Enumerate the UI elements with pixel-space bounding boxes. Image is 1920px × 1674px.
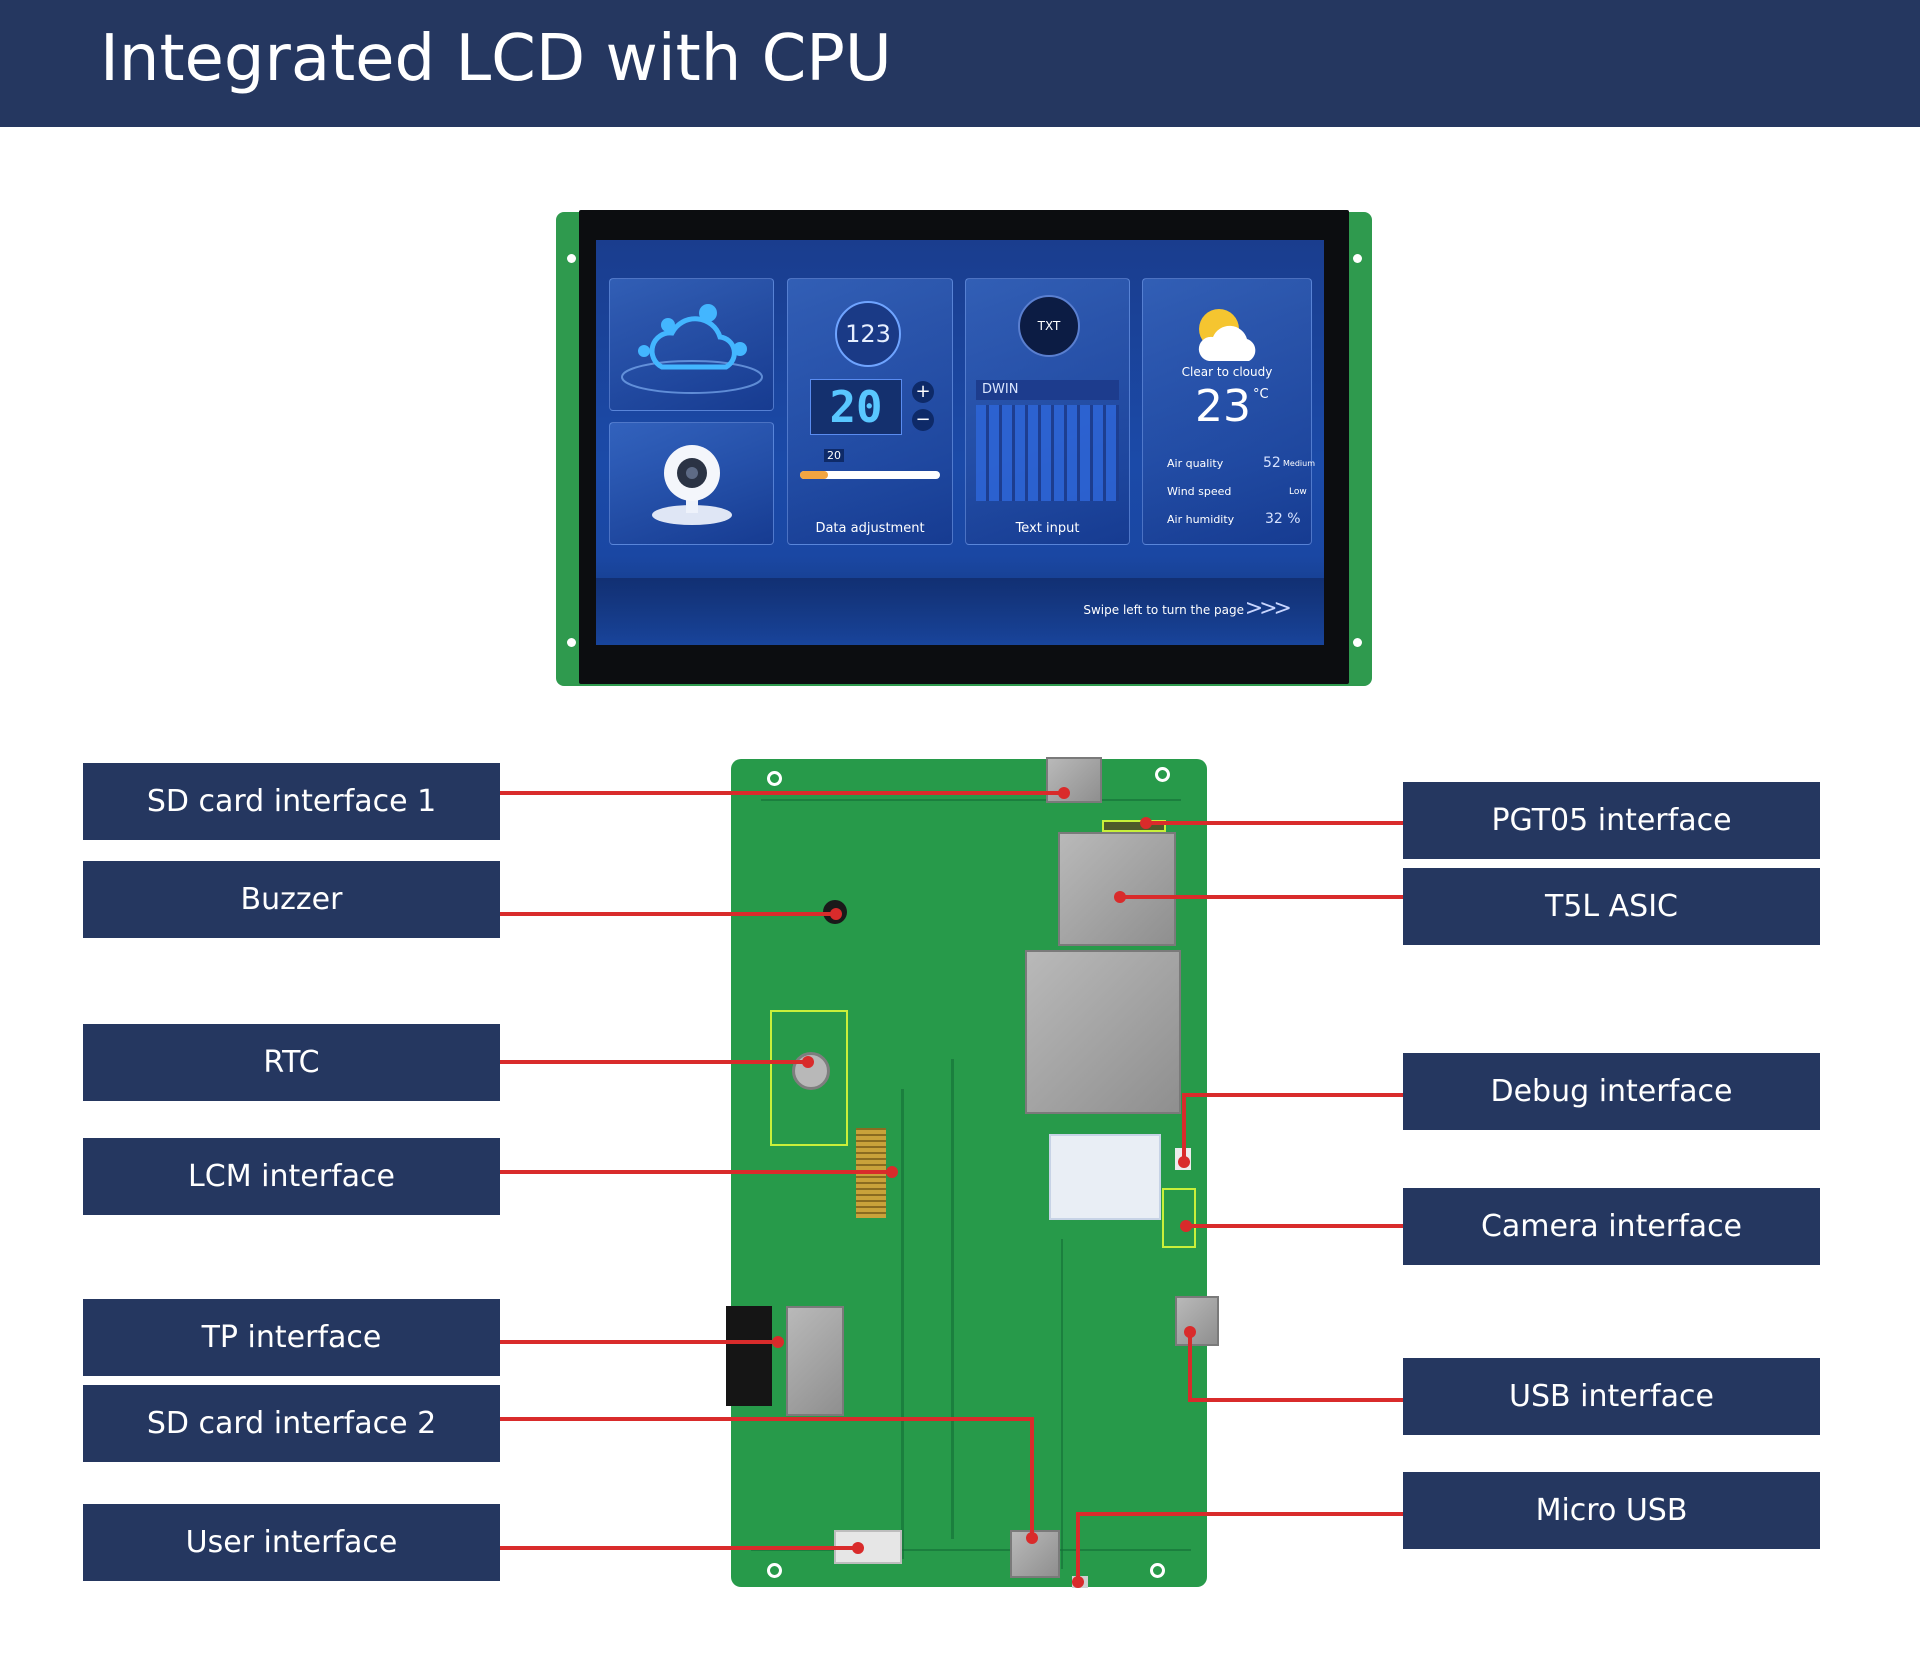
label-debug-interface: Debug interface xyxy=(1403,1053,1820,1130)
temperature-unit: °C xyxy=(1253,387,1269,402)
slider-value: 20 xyxy=(824,449,844,462)
screen-footer xyxy=(596,578,1324,645)
mount-hole xyxy=(567,638,576,647)
header-banner: Integrated LCD with CPU xyxy=(0,0,1920,127)
weather-rows: Air quality 52 Medium Wind speed Low Air… xyxy=(1153,455,1315,541)
usb-port xyxy=(1175,1296,1219,1346)
camera-highlight xyxy=(1162,1188,1196,1248)
mount-hole xyxy=(1353,254,1362,263)
label-usb-interface: USB interface xyxy=(1403,1358,1820,1435)
swipe-hint: Swipe left to turn the page xyxy=(1083,603,1244,617)
camera-icon xyxy=(652,445,732,525)
sd-card-slot-1 xyxy=(1046,757,1102,803)
lcd-screen: 123 20 + − 20 Data adjustment TXT DWIN T… xyxy=(596,240,1324,645)
t5l-asic-chip xyxy=(1058,832,1176,946)
tile-label: Text input xyxy=(1015,521,1080,536)
weather-row: Air humidity 32 % xyxy=(1167,511,1301,527)
tile-label: Data adjustment xyxy=(815,521,925,536)
tp-connector xyxy=(786,1306,844,1416)
shielded-module xyxy=(1025,950,1181,1114)
camera-tile[interactable] xyxy=(609,422,774,545)
ribbon-cable xyxy=(1049,1134,1161,1220)
partly-cloudy-icon xyxy=(1198,309,1256,361)
label-buzzer: Buzzer xyxy=(83,861,500,938)
cloud-icon xyxy=(621,304,763,394)
on-screen-keyboard[interactable] xyxy=(976,405,1119,501)
tp-cable xyxy=(726,1306,772,1406)
chevrons-right-icon[interactable]: >>> xyxy=(1244,596,1292,621)
mount-hole xyxy=(767,771,782,786)
weather-row: Wind speed Low xyxy=(1167,485,1307,498)
mount-hole xyxy=(567,254,576,263)
data-adjustment-tile[interactable]: 123 20 + − 20 Data adjustment xyxy=(787,278,953,545)
text-file-icon: TXT xyxy=(1018,295,1080,357)
label-sd-card-interface-2: SD card interface 2 xyxy=(83,1385,500,1462)
minus-button[interactable]: − xyxy=(912,409,934,431)
label-user-interface: User interface xyxy=(83,1504,500,1581)
cloud-tile[interactable] xyxy=(609,278,774,411)
label-lcm-interface: LCM interface xyxy=(83,1138,500,1215)
weather-row: Air quality 52 Medium xyxy=(1167,455,1315,471)
label-rtc: RTC xyxy=(83,1024,500,1101)
label-camera-interface: Camera interface xyxy=(1403,1188,1820,1265)
label-t5l-asic: T5L ASIC xyxy=(1403,868,1820,945)
mount-hole xyxy=(1353,638,1362,647)
temperature: 23 xyxy=(1195,381,1251,432)
mount-hole xyxy=(767,1563,782,1578)
label-tp-interface: TP interface xyxy=(83,1299,500,1376)
label-sd-card-interface-1: SD card interface 1 xyxy=(83,763,500,840)
mount-hole xyxy=(1155,767,1170,782)
value-display: 20 xyxy=(810,379,902,435)
weather-tile[interactable]: Clear to cloudy 23 °C Air quality 52 Med… xyxy=(1142,278,1315,545)
text-input-tile[interactable]: TXT DWIN Text input xyxy=(965,278,1130,545)
number-badge-icon: 123 xyxy=(835,301,901,367)
plus-button[interactable]: + xyxy=(912,381,934,403)
page-title: Integrated LCD with CPU xyxy=(100,22,892,96)
mount-hole xyxy=(1150,1563,1165,1578)
label-pgt05-interface: PGT05 interface xyxy=(1403,782,1820,859)
weather-condition: Clear to cloudy xyxy=(1181,365,1273,379)
rtc-highlight xyxy=(770,1010,848,1146)
slider-track[interactable] xyxy=(800,471,940,479)
text-field[interactable]: DWIN xyxy=(976,380,1119,400)
label-micro-usb: Micro USB xyxy=(1403,1472,1820,1549)
